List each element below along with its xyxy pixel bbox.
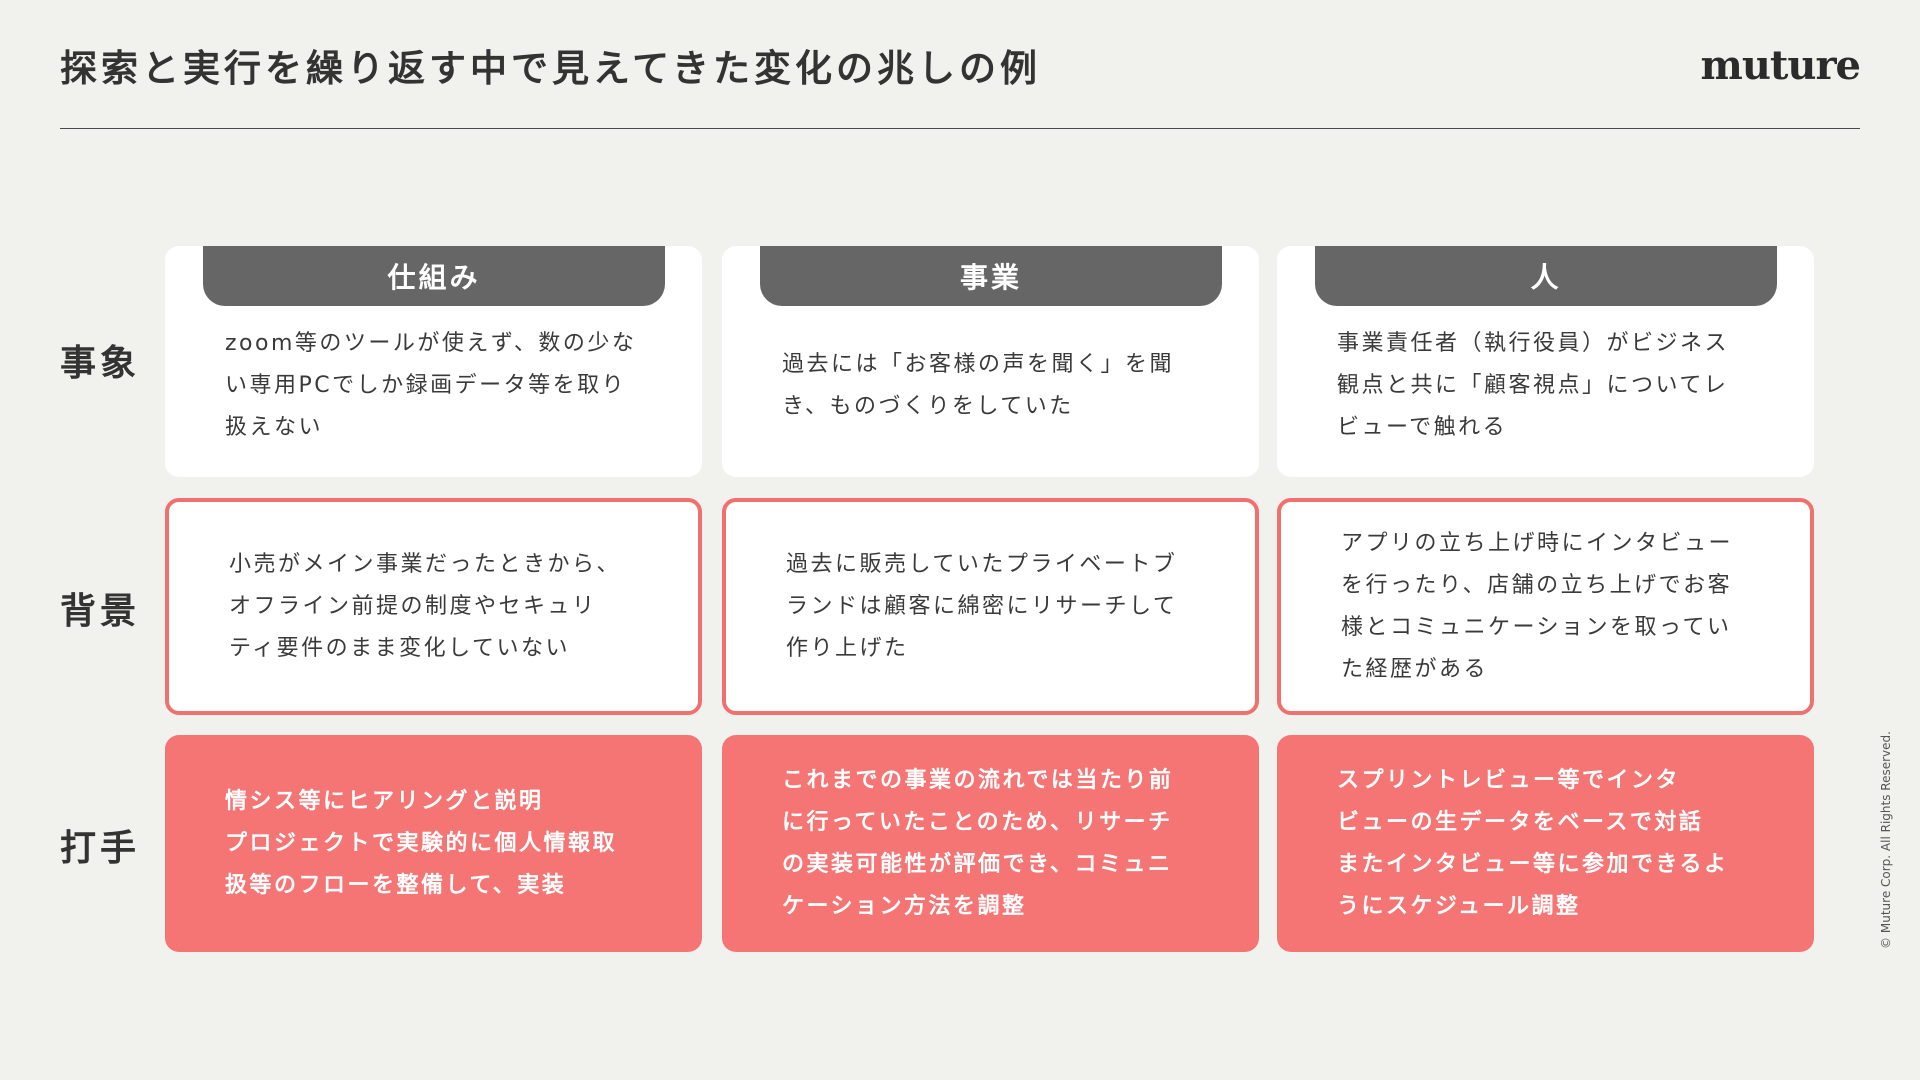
action-text-people: スプリントレビュー等でインタ ビューの生データをベースで対話 またインタビュー等… [1337, 767, 1729, 919]
column-header-business: 事業 [760, 246, 1222, 306]
copyright-notice: © Muture Corp. All Rights Reserved. [1879, 731, 1893, 949]
row-label-action: 打手 [60, 828, 141, 869]
page-title: 探索と実行を繰り返す中で見えてきた変化の兆しの例 [60, 47, 1042, 90]
background-card-people: アプリの立ち上げ時にインタビュー を行ったり、店舗の立ち上げでお客 様とコミュニ… [1277, 498, 1814, 715]
column-header-people: 人 [1315, 246, 1777, 306]
background-card-system: 小売がメイン事業だったときから、 オフライン前提の制度やセキュリ ティ要件のまま… [165, 498, 702, 715]
event-text-business: 過去には「お客様の声を聞く」を聞 き、ものづくりをしていた [782, 351, 1175, 419]
row-label-event: 事象 [60, 343, 141, 384]
muture-logo: muture [1700, 42, 1861, 89]
background-text-business: 過去に販売していたプライベートブ ランドは顧客に綿密にリサーチして 作り上げた [786, 551, 1178, 661]
action-card-people: スプリントレビュー等でインタ ビューの生データをベースで対話 またインタビュー等… [1277, 735, 1814, 952]
action-text-system: 情シス等にヒアリングと説明 プロジェクトで実験的に個人情報取 扱等のフローを整備… [225, 788, 618, 898]
action-text-business: これまでの事業の流れでは当たり前 に行っていたことのため、リサーチ の実装可能性… [782, 767, 1174, 919]
background-text-system: 小売がメイン事業だったときから、 オフライン前提の制度やセキュリ ティ要件のまま… [229, 551, 622, 661]
action-card-business: これまでの事業の流れでは当たり前 に行っていたことのため、リサーチ の実装可能性… [722, 735, 1259, 952]
event-text-system: zoom等のツールが使えず、数の少な い専用PCでしか録画データ等を取り 扱えな… [225, 330, 637, 440]
background-card-business: 過去に販売していたプライベートブ ランドは顧客に綿密にリサーチして 作り上げた [722, 498, 1259, 715]
row-label-background: 背景 [60, 591, 141, 632]
event-text-people: 事業責任者（執行役員）がビジネス 観点と共に「顧客視点」についてレ ビューで触れ… [1337, 330, 1730, 440]
column-header-system: 仕組み [203, 246, 665, 306]
action-card-system: 情シス等にヒアリングと説明 プロジェクトで実験的に個人情報取 扱等のフローを整備… [165, 735, 702, 952]
header-divider [60, 128, 1860, 129]
background-text-people: アプリの立ち上げ時にインタビュー を行ったり、店舗の立ち上げでお客 様とコミュニ… [1341, 530, 1734, 682]
